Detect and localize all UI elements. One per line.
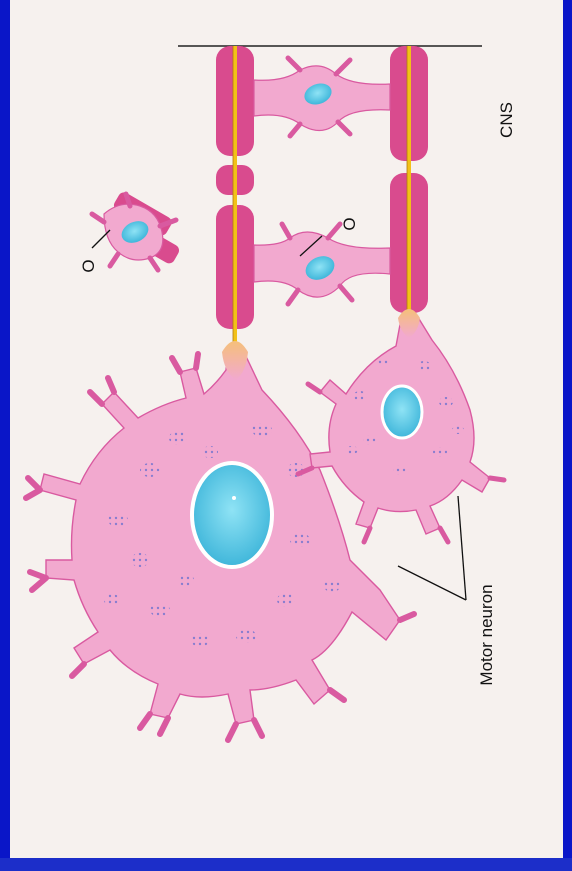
label-oligodendrocyte-middle: O — [340, 217, 359, 230]
leader-oligo-top — [92, 230, 110, 248]
oligodendrocyte-detached — [92, 190, 181, 270]
label-cns: CNS — [497, 102, 516, 138]
label-oligodendrocyte-top: O — [79, 259, 98, 272]
label-motor-neuron: Motor neuron — [477, 584, 496, 685]
leader-motor-neuron-a — [398, 566, 466, 600]
axon-left — [216, 46, 254, 350]
oligodendrocyte-top — [254, 58, 390, 136]
axon-right — [390, 46, 428, 318]
leader-motor-neuron-b — [458, 496, 466, 600]
